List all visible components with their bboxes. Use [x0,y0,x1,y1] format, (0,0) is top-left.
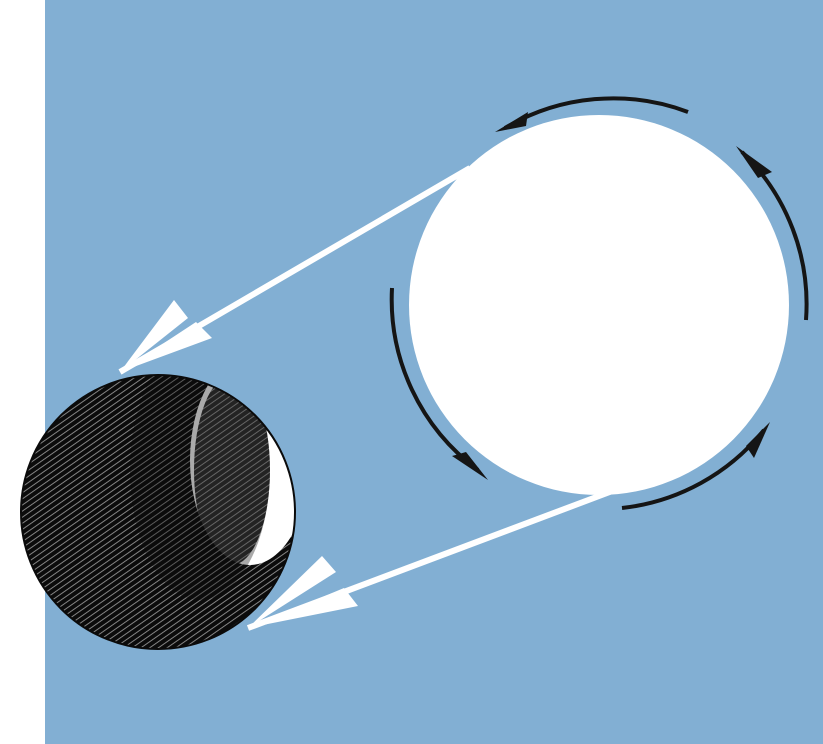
sun-disc [409,115,789,495]
page-margin [0,0,45,744]
